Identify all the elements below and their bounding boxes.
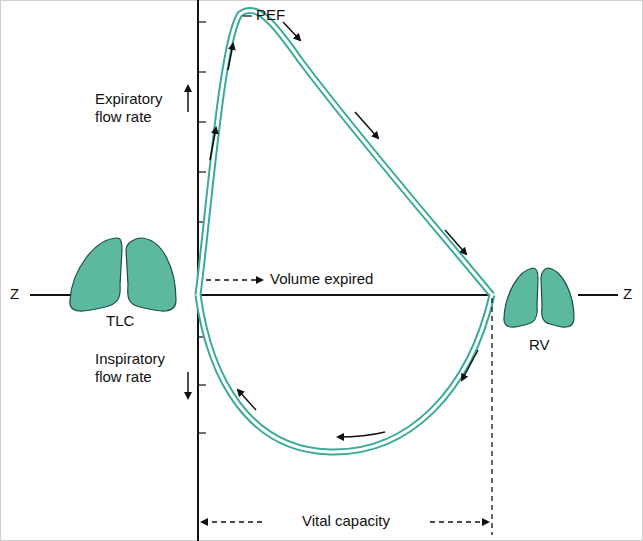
lungs-tlc [70, 238, 176, 312]
flow-volume-loop [198, 10, 492, 452]
volume-axis [198, 294, 492, 296]
axis-end-label: Z [623, 285, 632, 303]
axis-end-label: Z [10, 285, 19, 303]
volume-label: Volume expired [268, 270, 375, 288]
dimension-label: Vital capacity [302, 512, 390, 530]
z-line [578, 294, 618, 296]
dimension-lines [202, 280, 492, 535]
leader-line [243, 15, 252, 16]
lungs-rv [504, 268, 574, 328]
peak-flow-label: PEF [256, 6, 285, 24]
axis-label: Inspiratory flow rate [95, 350, 183, 386]
lung-volume-label: TLC [106, 312, 134, 330]
axis-label: Expiratory flow rate [95, 90, 183, 126]
direction-arrows [188, 22, 478, 437]
z-line [30, 294, 72, 296]
lung-volume-label: RV [529, 336, 550, 354]
